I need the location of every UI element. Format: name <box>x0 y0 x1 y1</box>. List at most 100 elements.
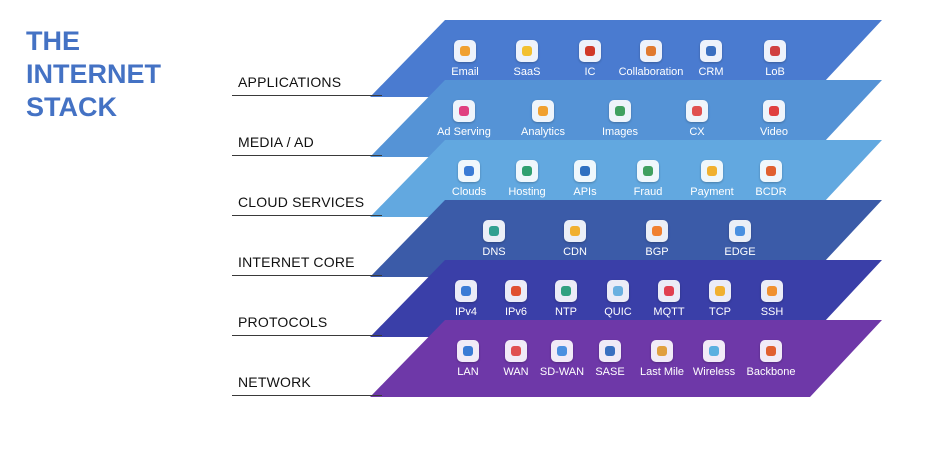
clouds-icon <box>458 160 480 182</box>
layer-underline <box>232 275 382 276</box>
layer-underline <box>232 215 382 216</box>
layer-slab-4 <box>370 200 882 277</box>
stack-item: SaaS <box>482 40 572 78</box>
layer-slab-1 <box>370 20 882 97</box>
payment-icon <box>701 160 723 182</box>
stack-item-label: DNS <box>482 246 506 258</box>
stack-item-label: CRM <box>698 66 724 78</box>
stack-item: Video <box>729 100 819 138</box>
stack-item-label: EDGE <box>724 246 756 258</box>
sase-icon <box>599 340 621 362</box>
ad-serving-icon <box>453 100 475 122</box>
stack-item-label: SD-WAN <box>539 366 585 378</box>
video-icon <box>763 100 785 122</box>
stack-item: Collaboration <box>606 40 696 78</box>
analytics-icon <box>532 100 554 122</box>
stack-item: BCDR <box>726 160 816 198</box>
stack-item-label: Backbone <box>746 366 796 378</box>
stack-item-label: IPv6 <box>504 306 527 318</box>
last-mile-icon <box>651 340 673 362</box>
stack-item: IC <box>545 40 635 78</box>
stack-item: SSH <box>727 280 817 318</box>
layer-underline <box>232 395 382 396</box>
stack-item-label: Images <box>601 126 639 138</box>
stack-item: SD-WAN <box>517 340 607 378</box>
layer-label: PROTOCOLS <box>238 314 328 330</box>
bgp-icon <box>646 220 668 242</box>
stack-item-label: Collaboration <box>618 66 684 78</box>
stack-item-label: Payment <box>690 186 734 198</box>
stack-item: Last Mile <box>617 340 707 378</box>
wireless-icon <box>703 340 725 362</box>
stack-item: EDGE <box>695 220 785 258</box>
stack-item-label: NTP <box>555 306 577 318</box>
stack-item: LoB <box>730 40 820 78</box>
stack-item: TCP <box>675 280 765 318</box>
title-line-3: STACK <box>26 92 117 122</box>
stack-item-label: APIs <box>573 186 597 198</box>
layer-underline <box>232 155 382 156</box>
stack-item-label: Video <box>760 126 788 138</box>
stack-item: NTP <box>521 280 611 318</box>
crm-icon <box>700 40 722 62</box>
fraud-icon <box>637 160 659 182</box>
stack-item-label: BGP <box>645 246 669 258</box>
stack-item: IPv6 <box>471 280 561 318</box>
images-icon <box>609 100 631 122</box>
stack-item-label: LoB <box>765 66 785 78</box>
stack-item-label: Last Mile <box>639 366 685 378</box>
stack-item: BGP <box>612 220 702 258</box>
ssh-icon <box>761 280 783 302</box>
stack-item: LAN <box>423 340 513 378</box>
tcp-icon <box>709 280 731 302</box>
stack-item-label: LAN <box>457 366 479 378</box>
mqtt-icon <box>658 280 680 302</box>
layer-label: CLOUD SERVICES <box>238 194 365 210</box>
ipv4-icon <box>455 280 477 302</box>
lan-icon <box>457 340 479 362</box>
hosting-icon <box>516 160 538 182</box>
stack-item: QUIC <box>573 280 663 318</box>
stack-item-label: IC <box>584 66 596 78</box>
email-icon <box>454 40 476 62</box>
edge-icon <box>729 220 751 242</box>
stack-item-label: MQTT <box>653 306 685 318</box>
stack-item-label: IPv4 <box>454 306 477 318</box>
apis-icon <box>574 160 596 182</box>
stack-item: IPv4 <box>421 280 511 318</box>
stack-item-label: Hosting <box>508 186 546 198</box>
stack-item-label: QUIC <box>604 306 632 318</box>
layer-label: APPLICATIONS <box>238 74 342 90</box>
stack-item-label: CDN <box>563 246 587 258</box>
layer-underline <box>232 335 382 336</box>
stack-item: CDN <box>530 220 620 258</box>
title-line-2: INTERNET <box>26 59 161 89</box>
backbone-icon <box>760 340 782 362</box>
layer-label: MEDIA / AD <box>238 134 314 150</box>
stack-item-label: WAN <box>503 366 529 378</box>
layer-slab-3 <box>370 140 882 217</box>
layer-underline <box>232 95 382 96</box>
stack-item: Email <box>420 40 510 78</box>
stack-item-label: CX <box>689 126 705 138</box>
cx-icon <box>686 100 708 122</box>
stack-item-label: Email <box>451 66 479 78</box>
stack-item-label: Clouds <box>451 186 487 198</box>
sd-wan-icon <box>551 340 573 362</box>
stack-item: WAN <box>471 340 561 378</box>
stack-item-label: Fraud <box>633 186 663 198</box>
layer-label: NETWORK <box>238 374 311 390</box>
stack-item-label: Analytics <box>520 126 566 138</box>
ipv6-icon <box>505 280 527 302</box>
stack-item: DNS <box>449 220 539 258</box>
ntp-icon <box>555 280 577 302</box>
stack-item-label: SSH <box>760 306 784 318</box>
layer-label: INTERNET CORE <box>238 254 355 270</box>
stack-item-label: BCDR <box>755 186 787 198</box>
stack-item: Payment <box>667 160 757 198</box>
stack-item: MQTT <box>624 280 714 318</box>
stack-item-label: Wireless <box>692 366 736 378</box>
stack-item: SASE <box>565 340 655 378</box>
